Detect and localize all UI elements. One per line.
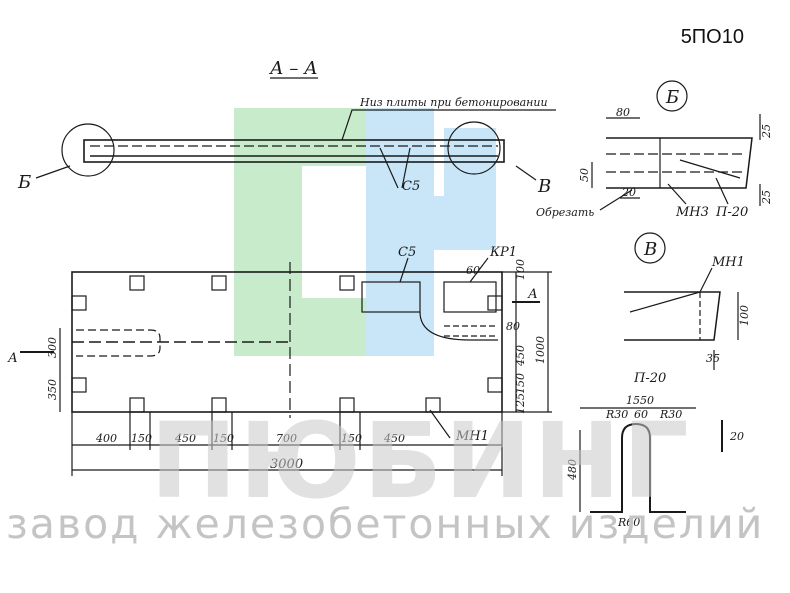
detail-b-edge — [606, 137, 753, 189]
frame-c5 — [361, 281, 421, 313]
p20-bar — [590, 422, 686, 513]
dim-right-125: 125 — [514, 393, 527, 414]
dim-80-right: 80 — [506, 320, 520, 333]
dim-left-300: 300 — [46, 337, 59, 358]
dim-right-450: 450 — [514, 345, 527, 367]
watermark-brand: ПЮБИНГ — [150, 400, 691, 522]
dim-bottom-6: 150 — [341, 432, 362, 445]
detail-v-circle — [634, 232, 666, 264]
void-bottom-3 — [339, 397, 355, 413]
void-right-1 — [487, 295, 503, 311]
label-c5-section: С5 — [402, 179, 420, 194]
bent-bar — [419, 311, 498, 341]
dim-bottom-1: 400 — [95, 432, 117, 445]
dim-b-50: 50 — [578, 168, 591, 182]
leader-p20-b — [715, 177, 729, 205]
dim-right-150: 150 — [514, 373, 527, 394]
dim-60-top: 60 — [466, 264, 480, 277]
callout-circle-v — [447, 121, 501, 175]
watermark-logo — [234, 108, 496, 356]
void-left-1 — [71, 295, 87, 311]
labels: А – А Низ плиты при бетонировании Б В С5… — [7, 58, 773, 529]
dim-p20-60: 60 — [634, 408, 648, 421]
dim-p20-dia: 20 — [729, 430, 744, 443]
dim-p20-r60: R60 — [617, 516, 640, 529]
label-mn1-plan: МН1 — [455, 429, 489, 444]
dim-left-350: 350 — [46, 379, 59, 400]
label-mn1-v: МН1 — [711, 255, 745, 270]
dim-b-20: 20 — [621, 186, 636, 199]
leader-mn1-v — [699, 267, 713, 293]
leader-c5-1 — [379, 147, 399, 189]
void-bottom-4 — [425, 397, 441, 413]
dim-right-100: 100 — [514, 259, 527, 280]
bottom-note: Низ плиты при бетонировании — [359, 96, 548, 109]
watermark-tagline: завод железобетонных изделий — [6, 500, 765, 548]
leader-b — [35, 165, 71, 179]
detail-v-label: В — [643, 239, 657, 260]
leader-mn3 — [667, 183, 687, 205]
label-c5-plan: С5 — [398, 245, 416, 260]
section-mark-left: А — [7, 351, 18, 366]
callout-circle-b — [61, 123, 115, 177]
label-p20-b: П-20 — [715, 205, 748, 220]
label-p20: П-20 — [633, 371, 666, 386]
section-title: А – А — [268, 58, 318, 79]
leader-mn1-plan — [429, 409, 451, 439]
leader-kp1 — [469, 257, 489, 283]
callout-v-label: В — [537, 176, 551, 197]
dim-b-25-bottom: 25 — [760, 190, 773, 205]
detail-v-rebar — [629, 291, 701, 313]
void-top-3 — [339, 275, 355, 291]
label-mn3: МН3 — [675, 205, 709, 220]
detail-b-label: Б — [665, 87, 679, 108]
void-top-2 — [211, 275, 227, 291]
dim-p20-1550: 1550 — [626, 394, 654, 407]
watermark-bar-blue-3 — [444, 128, 496, 250]
leader-cut — [599, 189, 633, 211]
dim-p20-480: 480 — [566, 459, 579, 481]
void-top-1 — [129, 275, 145, 291]
detail-v-edge — [624, 291, 721, 341]
dim-v-100: 100 — [738, 305, 751, 326]
void-right-2 — [487, 377, 503, 393]
leader-c5-2 — [401, 147, 411, 189]
dim-b-80: 80 — [616, 106, 630, 119]
dim-v-35: 35 — [706, 352, 720, 365]
plan-view — [20, 257, 552, 476]
dim-total: 3000 — [270, 457, 303, 472]
void-bottom-1 — [129, 397, 145, 413]
detail-b-p20 — [679, 159, 741, 179]
detail-v — [624, 232, 739, 370]
callout-b-label: Б — [17, 172, 31, 193]
dim-bottom-5: 700 — [276, 432, 297, 445]
leader-c5-plan — [399, 257, 409, 283]
slab-section — [83, 139, 505, 163]
dim-p20-r30-left: R30 — [605, 408, 628, 421]
detail-b-circle — [656, 80, 688, 112]
dim-b-25-top: 25 — [760, 124, 773, 139]
dim-p20-r30-right: R30 — [659, 408, 682, 421]
drawing-code: 5ПО10 — [680, 26, 744, 48]
label-cut: Обрезать — [536, 206, 594, 219]
detail-b — [591, 80, 761, 211]
section-a-a — [35, 77, 556, 189]
section-mark-right: А — [527, 287, 538, 302]
void-bottom-2 — [211, 397, 227, 413]
dim-bottom-3: 450 — [174, 432, 196, 445]
dim-bottom-4: 150 — [213, 432, 234, 445]
leader-v — [515, 165, 537, 181]
cut-bars — [444, 325, 498, 337]
p20-detail — [579, 407, 723, 513]
dim-bottom-2: 150 — [131, 432, 152, 445]
leader-bottom-note — [341, 109, 556, 141]
lifting-loop-left — [76, 329, 161, 357]
label-kp1: КР1 — [489, 245, 517, 260]
void-left-2 — [71, 377, 87, 393]
dim-right-total: 1000 — [534, 336, 547, 364]
dim-bottom-7: 450 — [383, 432, 405, 445]
